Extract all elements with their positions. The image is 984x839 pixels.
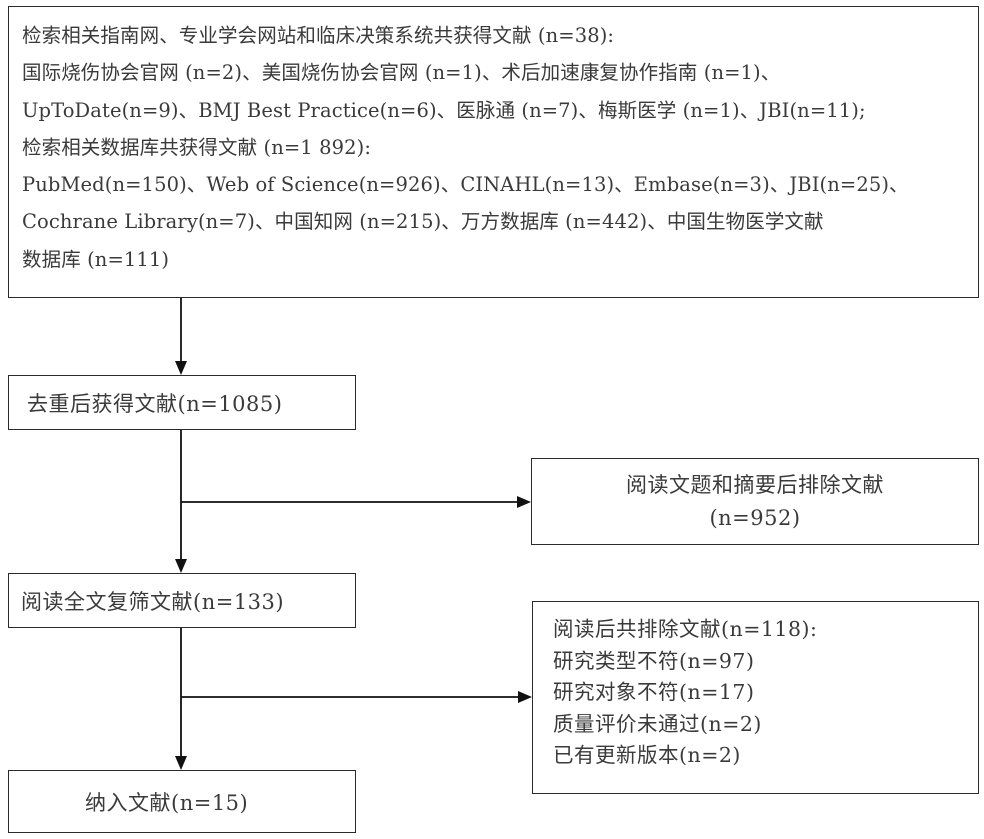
arrowhead-dedup [175,361,187,375]
exclude-fulltext-line-5: 已有更新版本(n=2) [553,743,741,767]
exclude-fulltext-line-4: 质量评价未通过(n=2) [553,711,762,736]
arrowhead-include [175,756,187,770]
search-line-5: PubMed(n=150)、Web of Science(n=926)、CINA… [22,173,909,197]
fulltext-screen-box: 阅读全文复筛文献(n=133) [8,573,356,628]
search-line-2: 国际烧伤协会官网 (n=2)、美国烧伤协会官网 (n=1)、术后加速康复协作指南… [22,61,781,85]
exclude-title-line-2: (n=952) [709,505,801,530]
arrowhead-exclude-fulltext [518,691,532,703]
search-line-1: 检索相关指南网、专业学会网站和临床决策系统共获得文献 (n=38): [22,24,615,47]
exclude-title-line-1: 阅读文题和摘要后排除文献 [626,472,884,497]
included-box: 纳入文献(n=15) [8,770,356,833]
arrowhead-fulltext [175,559,187,573]
exclude-fulltext-line-1: 阅读后共排除文献(n=118): [553,617,818,641]
dedup-label: 去重后获得文献(n=1085) [27,391,283,416]
exclude-title-abstract-box: 阅读文题和摘要后排除文献 (n=952) [531,458,979,545]
exclude-fulltext-line-2: 研究类型不符(n=97) [553,648,755,673]
exclude-fulltext-line-3: 研究对象不符(n=17) [553,680,755,704]
fulltext-label: 阅读全文复筛文献(n=133) [21,589,285,614]
arrowhead-exclude-title [517,496,531,508]
search-sources-box: 检索相关指南网、专业学会网站和临床决策系统共获得文献 (n=38): 国际烧伤协… [8,6,979,298]
search-line-6: Cochrane Library(n=7)、中国知网 (n=215)、万方数据库… [22,210,824,234]
exclude-fulltext-box: 阅读后共排除文献(n=118): 研究类型不符(n=97) 研究对象不符(n=1… [532,601,979,794]
search-line-4: 检索相关数据库共获得文献 (n=1 892): [22,135,372,159]
search-line-7: 数据库 (n=111) [22,247,170,271]
included-label: 纳入文献(n=15) [85,790,249,815]
dedup-box: 去重后获得文献(n=1085) [8,375,356,430]
search-line-3: UpToDate(n=9)、BMJ Best Practice(n=6)、医脉通… [22,98,866,122]
